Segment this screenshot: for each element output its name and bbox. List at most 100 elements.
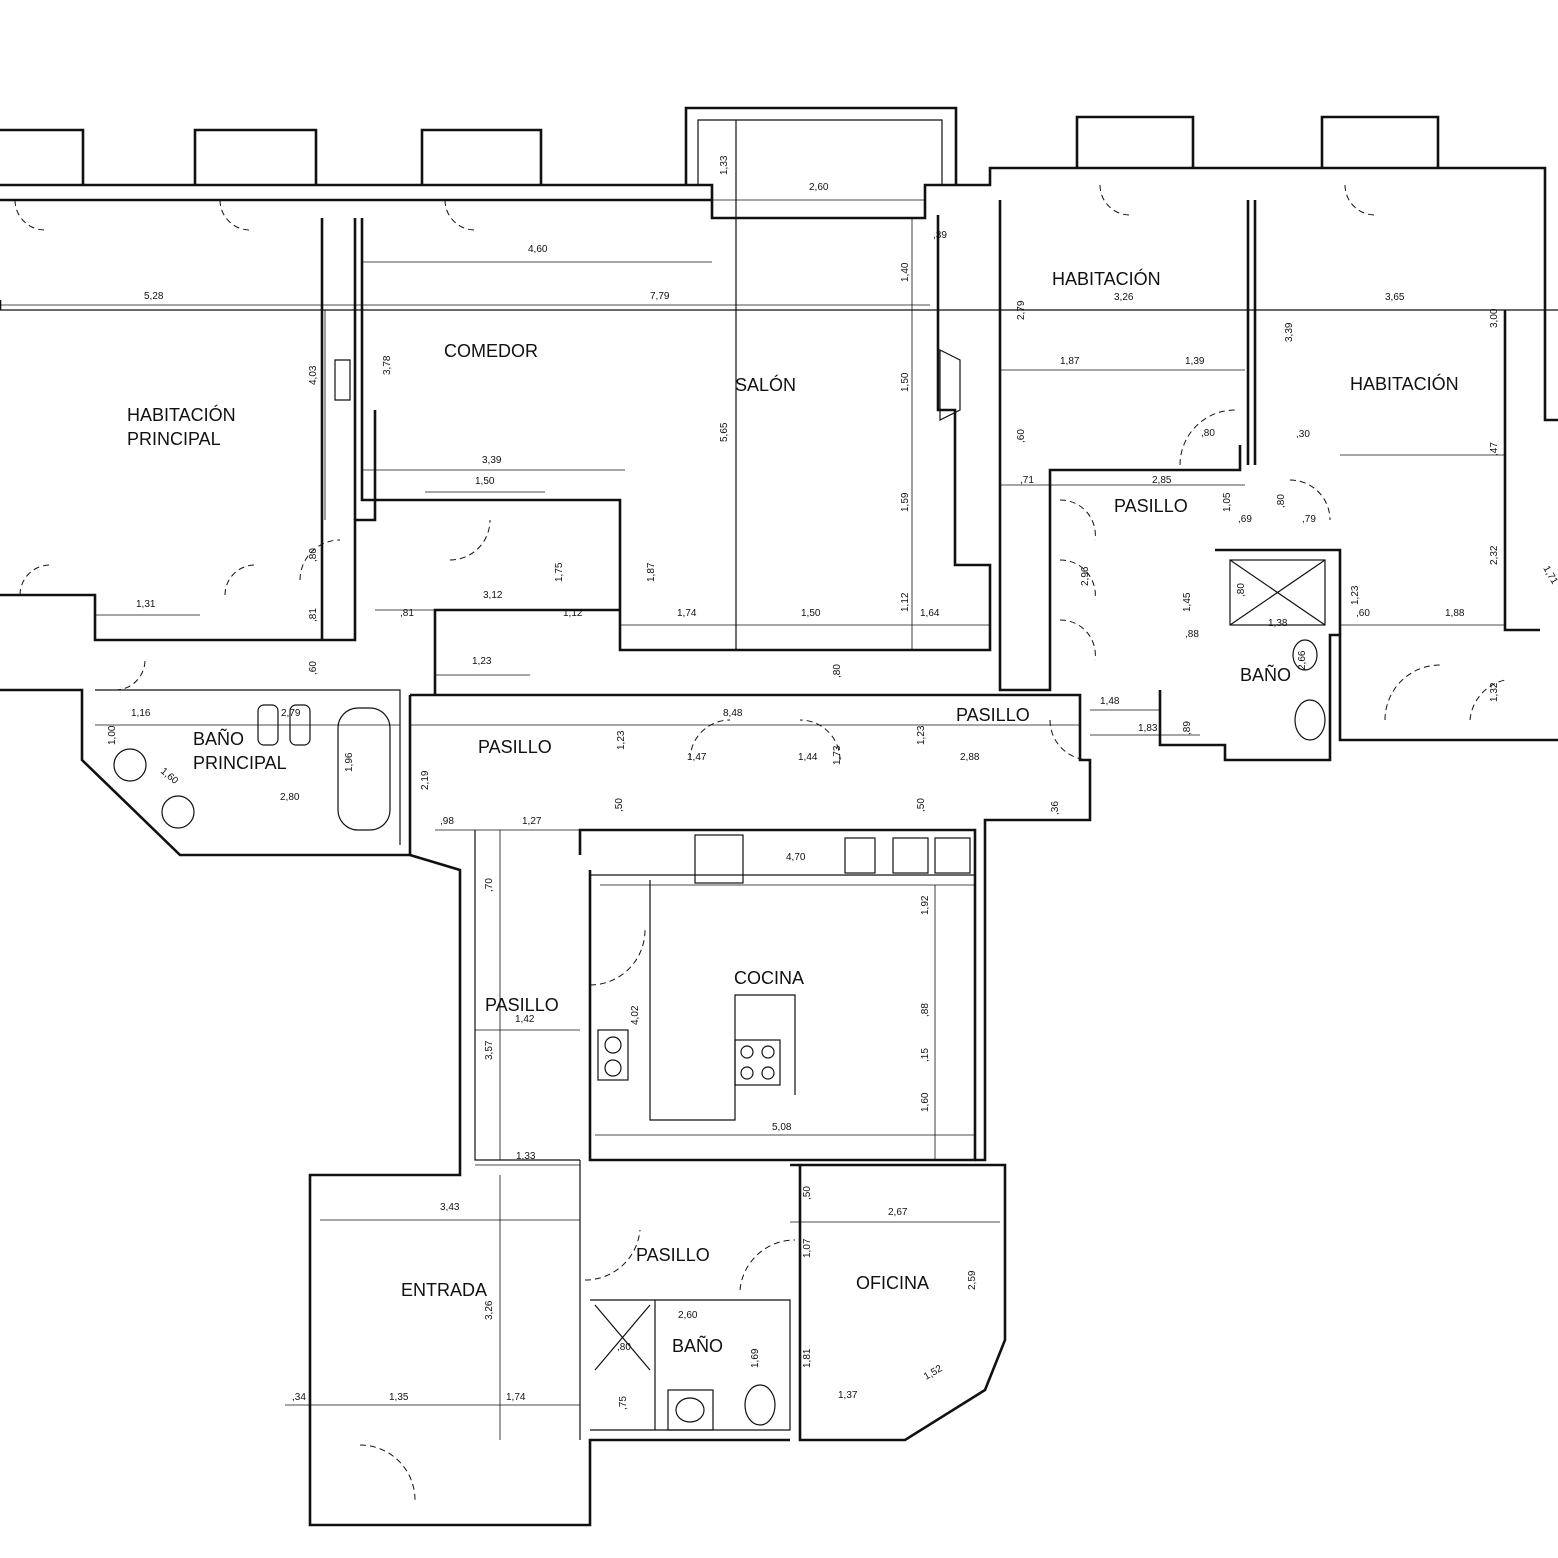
dim-label: 1,47 — [687, 752, 707, 763]
label-oficina: OFICINA — [856, 1273, 929, 1293]
dim-label: ,50 — [614, 798, 625, 812]
dim-label: 1,33 — [516, 1151, 536, 1162]
dim-label: ,81 — [308, 608, 319, 622]
dim-label: 1,75 — [554, 562, 565, 582]
dim-label: 1,27 — [522, 816, 542, 827]
dim-label: 1,81 — [802, 1348, 813, 1368]
dim-label: 1,23 — [616, 730, 627, 750]
dim-label: 1,87 — [646, 562, 657, 582]
dim-label: ,80 — [1276, 494, 1287, 508]
dim-label: 1,05 — [1222, 492, 1233, 512]
dim-label: 1,71 — [1540, 564, 1558, 587]
dim-label: 1,87 — [1060, 356, 1080, 367]
dim-label: 3,65 — [1385, 292, 1405, 303]
label-pasillo-5: PASILLO — [636, 1245, 710, 1265]
dim-label: ,30 — [1296, 429, 1310, 440]
dim-label: 1,31 — [136, 599, 156, 610]
dim-label: 2,88 — [960, 752, 980, 763]
dim-label: 2,79 — [281, 708, 301, 719]
dim-label: ,60 — [308, 661, 319, 675]
fixtures — [113, 349, 1326, 1431]
dim-label: ,80 — [308, 548, 319, 562]
dim-label: 2,67 — [888, 1207, 908, 1218]
dim-label: 2,85 — [1152, 475, 1172, 486]
dim-label: 3,26 — [1114, 292, 1134, 303]
label-entrada: ENTRADA — [401, 1280, 487, 1300]
dim-label: 3,43 — [440, 1202, 460, 1213]
dim-label: ,70 — [484, 878, 495, 892]
label-pasillo-4: PASILLO — [485, 995, 559, 1015]
dimension-labels: 5,28 7,79 4,60 2,60 ,39 3,39 1,50 3,12 ,… — [131, 182, 1465, 1403]
dim-label: 1,40 — [900, 262, 911, 282]
dim-label: 1,23 — [472, 656, 492, 667]
dim-label: ,80 — [832, 664, 843, 678]
label-habitacion-b: HABITACIÓN — [1350, 373, 1459, 394]
label-salon: SALÓN — [735, 374, 796, 395]
dim-label: ,88 — [920, 1003, 931, 1017]
dim-label: 1,74 — [677, 608, 697, 619]
dim-label: 1,45 — [1182, 592, 1193, 612]
dim-label: 1,12 — [900, 592, 911, 612]
dim-label: 4,70 — [786, 852, 806, 863]
dim-label: 2,59 — [967, 1270, 978, 1290]
dim-label: 2,32 — [1489, 545, 1500, 565]
dim-label: 1,16 — [131, 708, 151, 719]
dim-label: 4,60 — [528, 244, 548, 255]
dim-label: ,81 — [400, 608, 414, 619]
dim-label: 1,38 — [1268, 618, 1288, 629]
dim-label: 2,60 — [678, 1310, 698, 1321]
label-bano-1: BAÑO — [1240, 664, 1291, 685]
dim-label: 1,07 — [802, 1238, 813, 1258]
dim-label: ,15 — [920, 1048, 931, 1062]
label-pasillo-2: PASILLO — [956, 705, 1030, 725]
dim-label: 1,50 — [900, 372, 911, 392]
label-habitacion-a: HABITACIÓN — [1052, 268, 1161, 289]
dim-label: ,80 — [1236, 583, 1247, 597]
dim-label: ,89 — [1182, 721, 1193, 735]
dim-label: 1,48 — [1100, 696, 1120, 707]
label-comedor: COMEDOR — [444, 341, 538, 361]
label-bano-principal-2: PRINCIPAL — [193, 753, 287, 773]
dim-label: 1,50 — [801, 608, 821, 619]
dim-label: 2,60 — [809, 182, 829, 193]
dim-label: 1,96 — [344, 752, 355, 772]
dim-label: 1,23 — [1350, 585, 1361, 605]
dim-label: 1,69 — [750, 1348, 761, 1368]
dim-label: 3,39 — [482, 455, 502, 466]
dim-label: 3,12 — [483, 590, 503, 601]
dim-label: ,69 — [1238, 514, 1252, 525]
dim-label: ,50 — [916, 798, 927, 812]
dim-label: ,88 — [1185, 629, 1199, 640]
room-labels: HABITACIÓN PRINCIPAL COMEDOR SALÓN HABIT… — [127, 268, 1459, 1356]
dim-label: 2,79 — [1016, 300, 1027, 320]
dim-label: 1,00 — [107, 725, 118, 745]
dim-label: 3,39 — [1284, 322, 1295, 342]
dim-label: ,34 — [292, 1392, 306, 1403]
dim-label: ,60 — [1356, 608, 1370, 619]
dim-label: 5,28 — [144, 291, 164, 302]
dim-label: 3,78 — [382, 355, 393, 375]
dim-label: 1,33 — [719, 155, 730, 175]
dim-label: 1,64 — [920, 608, 940, 619]
dim-label: 1,39 — [1185, 356, 1205, 367]
dim-label: 8,48 — [723, 708, 743, 719]
dim-label: 7,79 — [650, 291, 670, 302]
dim-label: 1,52 — [922, 1363, 945, 1382]
dim-label: ,80 — [1201, 428, 1215, 439]
dim-label: ,39 — [933, 230, 947, 241]
dim-label: 1,12 — [563, 608, 583, 619]
dim-label: 1,60 — [920, 1092, 931, 1112]
dim-label: 2,80 — [280, 792, 300, 803]
dim-label: ,79 — [1302, 514, 1316, 525]
dim-label: ,80 — [617, 1342, 631, 1353]
label-bano-2: BAÑO — [672, 1335, 723, 1356]
dim-label: 3,26 — [484, 1300, 495, 1320]
dim-label: ,75 — [618, 1396, 629, 1410]
dim-label: 3,57 — [484, 1040, 495, 1060]
dim-label: ,50 — [802, 1186, 813, 1200]
dim-label: 1,44 — [798, 752, 818, 763]
dim-label: 1,74 — [506, 1392, 526, 1403]
doors — [14, 184, 1506, 1501]
dim-label: 1,23 — [916, 725, 927, 745]
